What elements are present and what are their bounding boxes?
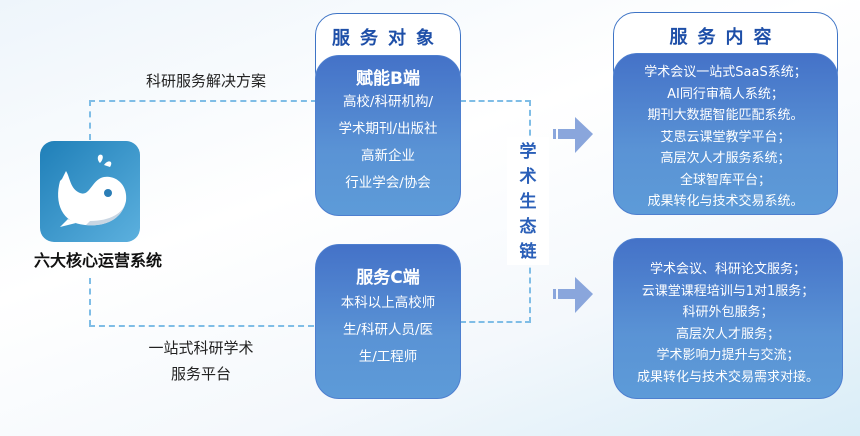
- content-item: 成果转化与技术交易需求对接。: [636, 369, 819, 385]
- content-item: AI同行审稿人系统；: [667, 86, 784, 102]
- connector-line: [89, 278, 91, 326]
- b-content-box: 学术会议一站式SaaS系统； AI同行审稿人系统； 期刊大数据智能匹配系统。 艾…: [613, 53, 838, 215]
- solution-label: 科研服务解决方案: [145, 72, 266, 90]
- c-side-title: 服务C端: [356, 268, 420, 288]
- chain-char: 链: [519, 242, 537, 262]
- c-content-box: 学术会议、科研论文服务； 云课堂课程培训与1对1服务； 科研外包服务； 高层次人…: [613, 238, 843, 399]
- arrow-right-icon: [553, 277, 593, 313]
- whale-logo-icon: [40, 141, 140, 242]
- content-item: 艾思云课堂教学平台；: [660, 129, 791, 145]
- content-item: 全球智库平台；: [679, 172, 771, 188]
- content-item: 学术影响力提升与交流；: [656, 348, 800, 363]
- connector-line: [89, 325, 314, 327]
- platform-label: 一站式科研学术 服务平台: [120, 335, 282, 387]
- b-side-line: 行业学会/协会: [345, 175, 431, 191]
- b-side-line: 高新企业: [361, 148, 415, 164]
- c-side-line: 生/科研人员/医: [342, 322, 434, 338]
- chain-char: 生: [519, 192, 537, 212]
- service-targets-header: 服务对象: [332, 28, 444, 49]
- academic-ecosystem-chain-label: 学 术 生 态 链: [507, 137, 549, 265]
- b-side-box: 赋能B端 高校/科研机构/ 学术期刊/出版社 高新企业 行业学会/协会: [315, 55, 461, 216]
- content-item: 高层次人才服务；: [675, 326, 780, 342]
- connector-line: [89, 100, 317, 102]
- connector-line: [460, 321, 531, 323]
- system-label: 六大核心运营系统: [33, 251, 162, 270]
- content-item: 期刊大数据智能匹配系统。: [647, 108, 804, 123]
- b-side-line: 高校/科研机构/: [342, 94, 434, 110]
- service-content-header: 服务内容: [669, 27, 782, 48]
- content-item: 学术会议、科研论文服务；: [649, 262, 806, 277]
- platform-label-line: 服务平台: [170, 365, 231, 383]
- arrow-right-icon: [553, 117, 593, 153]
- chain-char: 态: [519, 217, 537, 237]
- platform-label-line: 一站式科研学术: [148, 339, 254, 357]
- content-item: 云课堂课程培训与1对1服务；: [641, 283, 815, 299]
- content-item: 成果转化与技术交易系统。: [647, 194, 804, 209]
- content-item: 高层次人才服务系统；: [660, 151, 791, 166]
- content-item: 科研外包服务；: [682, 305, 774, 320]
- c-side-line: 本科以上高校师: [340, 295, 436, 311]
- b-side-line: 学术期刊/出版社: [338, 121, 438, 137]
- b-side-title: 赋能B端: [356, 69, 420, 89]
- c-side-box: 服务C端 本科以上高校师 生/科研人员/医 生/工程师: [315, 244, 461, 399]
- chain-char: 术: [519, 167, 537, 187]
- c-side-line: 生/工程师: [358, 349, 418, 365]
- connector-line: [460, 100, 531, 102]
- content-item: 学术会议一站式SaaS系统；: [644, 65, 807, 80]
- chain-char: 学: [519, 142, 537, 162]
- connector-line: [89, 100, 91, 140]
